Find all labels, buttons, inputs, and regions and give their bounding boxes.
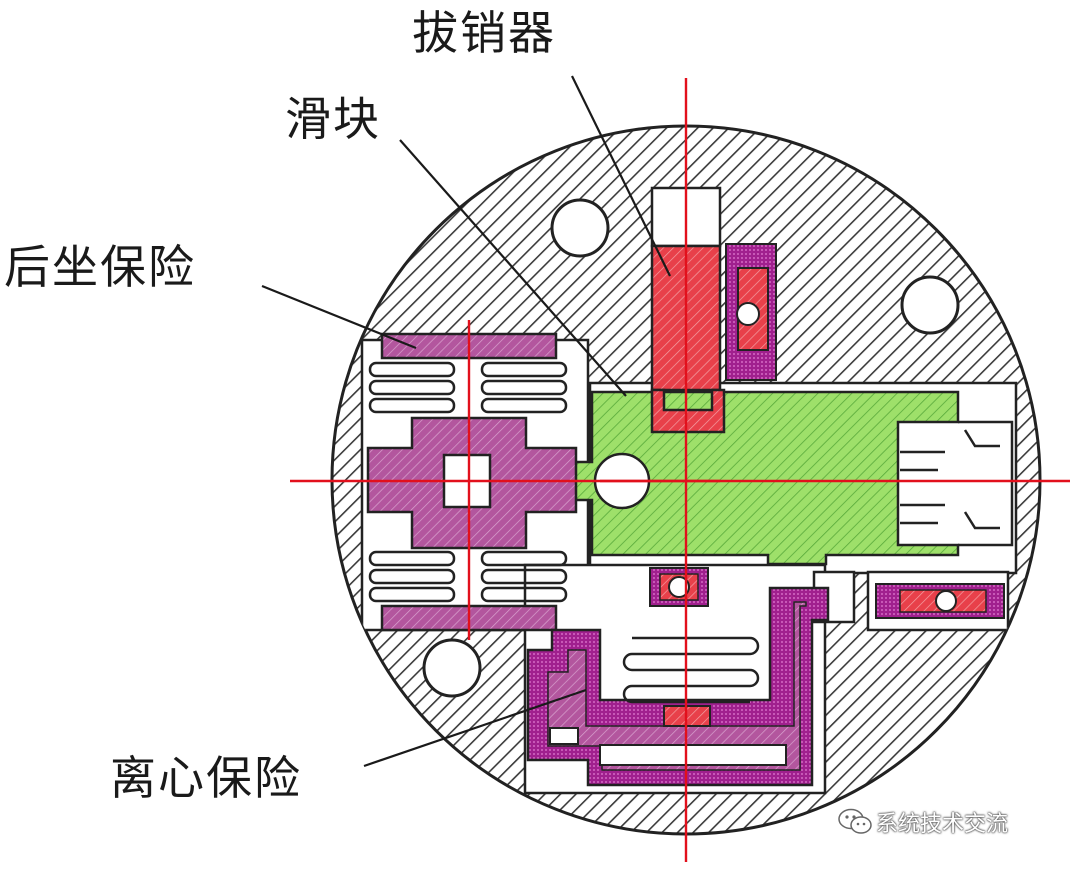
label-centrifugal-safety: 离心保险 — [110, 751, 302, 805]
label-setback-safety: 后坐保险 — [4, 240, 196, 294]
lower-detent — [875, 583, 1005, 619]
mounting-hole — [550, 198, 610, 258]
leader-lines — [261, 75, 671, 768]
watermark-text: 系统技术交流 — [876, 812, 1009, 837]
setback-springs — [368, 361, 568, 603]
leader-slider — [399, 139, 627, 397]
mounting-hole — [422, 638, 482, 698]
leader-pin-puller — [571, 75, 671, 277]
center-lines — [290, 78, 1070, 862]
label-slider: 滑块 — [285, 92, 381, 146]
label-pin-puller: 拔销器 — [412, 6, 556, 60]
leader-centrifugal — [363, 688, 587, 768]
slider-teeth — [900, 420, 1014, 547]
leader-setback — [261, 284, 417, 350]
centrifugal-safety — [526, 567, 830, 787]
wechat-icon — [838, 808, 872, 834]
setback-safety — [366, 332, 578, 632]
watermark: 系统技术交流 — [838, 806, 1008, 838]
mounting-hole — [900, 275, 960, 335]
mounting-holes — [422, 198, 960, 698]
centrifugal-spring — [622, 636, 760, 704]
pin-detent — [725, 243, 777, 381]
